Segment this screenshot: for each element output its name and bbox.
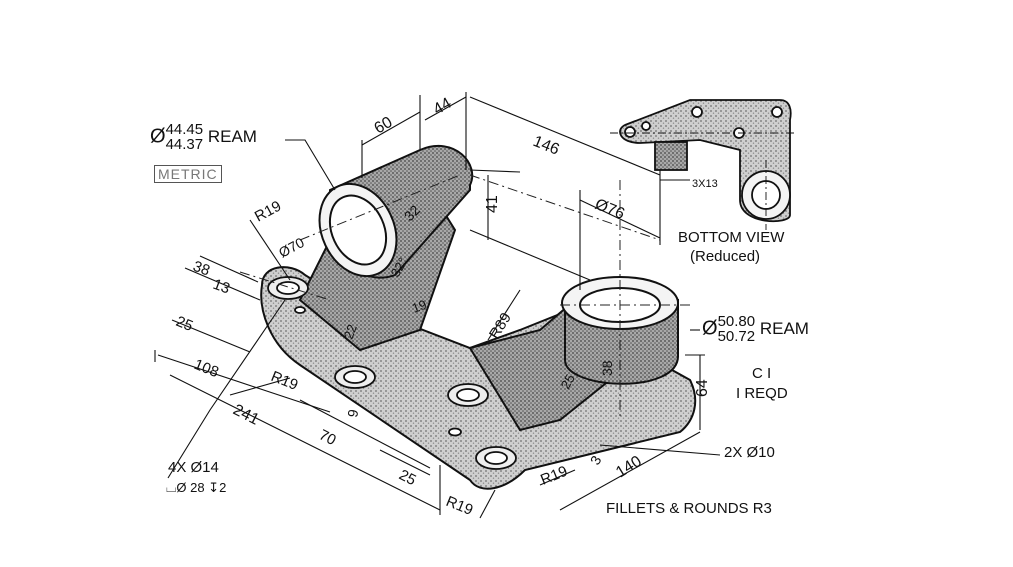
dim-25-bot: 25 <box>396 466 419 489</box>
holes-2x-note: 2X Ø10 <box>724 444 775 461</box>
small-hole-1 <box>294 306 306 314</box>
base-holes <box>267 276 517 470</box>
dim-13: 13 <box>211 276 232 298</box>
ream-right-word: REAM <box>759 319 809 338</box>
dim-25-right: 25 <box>558 371 578 391</box>
ream-top-lower: 44.37 <box>165 136 204 153</box>
reqd-note: I REQD <box>736 385 788 402</box>
dim-r19-top: R19 <box>252 198 284 226</box>
dim-70: 70 <box>316 426 339 449</box>
dim-140: 140 <box>613 453 645 482</box>
bottom-view-reduced: (Reduced) <box>690 248 761 265</box>
hole-4 <box>475 446 517 470</box>
material-note: C I <box>752 365 772 382</box>
counterbore-note: ⌴Ø 28 ↧2 <box>166 480 227 495</box>
dim-70-dia: Ø70 <box>276 234 307 261</box>
dim-r19-mid: R19 <box>269 368 301 394</box>
fillets-note: FILLETS & ROUNDS R3 <box>606 500 772 517</box>
dim-41: 41 <box>484 195 501 213</box>
dim-38-left: 38 <box>191 258 212 280</box>
ream-top-symbol: Ø <box>150 125 166 148</box>
dimension-lines <box>154 92 721 519</box>
dim-146: 146 <box>531 133 562 159</box>
ream-right-symbol: Ø <box>702 317 718 340</box>
dim-3: 3 <box>587 453 605 468</box>
dim-22: 22 <box>341 322 360 341</box>
slot-dim: 3X13 <box>692 178 718 190</box>
dim-25-left: 25 <box>174 313 196 335</box>
hole-3 <box>447 383 489 407</box>
dim-r19-bot: R19 <box>444 493 476 519</box>
hole-2 <box>334 365 376 389</box>
ream-right-upper: 50.80 <box>717 313 756 330</box>
dim-241: 241 <box>230 401 262 428</box>
bottom-view-title: BOTTOM VIEW <box>678 229 785 246</box>
dim-9: 9 <box>344 408 361 419</box>
small-hole-2 <box>448 427 462 437</box>
ream-right-lower: 50.72 <box>717 328 756 345</box>
ream-top-word: REAM <box>207 127 257 146</box>
center-lines <box>239 174 690 420</box>
hole-1 <box>267 276 309 300</box>
dim-44: 44 <box>431 95 455 119</box>
dim-108: 108 <box>192 356 222 381</box>
metric-label: METRIC <box>154 165 222 183</box>
dim-60: 60 <box>372 114 396 138</box>
ream-top-upper: 44.45 <box>165 121 204 138</box>
bottom-view <box>610 99 795 230</box>
dim-19: 19 <box>410 297 429 316</box>
dim-38-right: 38 <box>599 360 615 376</box>
top-boss-face <box>318 182 398 278</box>
dim-64: 64 <box>694 379 711 397</box>
holes-4x-note: 4X Ø14 <box>168 459 219 476</box>
